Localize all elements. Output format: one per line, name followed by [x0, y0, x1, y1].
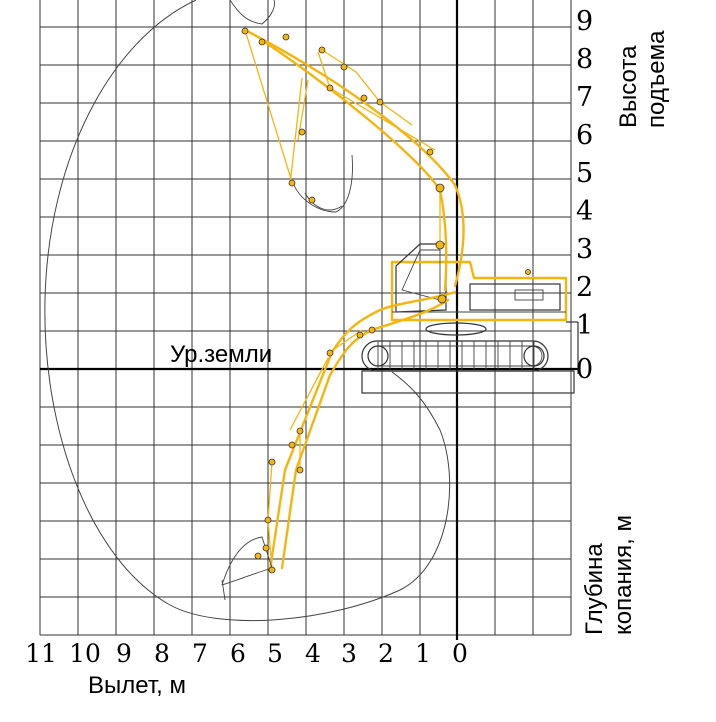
reach-tick: 0	[452, 639, 468, 668]
reach-axis-title: Вылет, м	[88, 672, 186, 699]
height-tick: 0	[576, 354, 593, 385]
reach-tick: 11	[25, 639, 57, 668]
height-tick: 5	[576, 158, 593, 189]
height-tick: 8	[576, 44, 593, 75]
reach-ticks: 11 10 9 8 7 6 5 4 3 2 1 0	[25, 639, 468, 668]
reach-tick: 8	[154, 639, 170, 668]
boom-raised	[229, 0, 465, 292]
reach-tick: 6	[230, 639, 246, 668]
reach-tick: 9	[116, 639, 132, 668]
reach-tick: 10	[69, 639, 101, 668]
depth-axis-title-line2: копания, м	[610, 515, 637, 635]
height-tick: 9	[576, 6, 593, 37]
depth-axis-title-line1: Глубина	[581, 543, 608, 635]
height-tick: 4	[576, 196, 593, 227]
boom-lowered	[221, 290, 457, 601]
height-tick: 1	[576, 310, 593, 341]
ground-level-label: Ур.земли	[170, 341, 272, 368]
undercarriage	[361, 321, 579, 394]
reach-tick: 7	[192, 639, 208, 668]
height-tick: 6	[576, 120, 593, 151]
reach-tick: 5	[267, 639, 283, 668]
reach-tick: 1	[415, 639, 431, 668]
height-tick: 7	[576, 82, 593, 113]
height-ticks: 0 1 2 3 4 5 6 7 8 9	[576, 6, 593, 385]
upper-structure	[390, 243, 568, 322]
height-tick: 3	[576, 234, 593, 265]
working-range-envelope	[44, 0, 451, 622]
height-axis-title-line1: Высота	[615, 45, 642, 128]
reach-tick: 2	[378, 639, 394, 668]
reach-tick: 4	[305, 639, 321, 668]
height-axis-title-line2: подъема	[643, 30, 670, 128]
reach-tick: 3	[341, 639, 357, 668]
height-tick: 2	[576, 272, 593, 303]
height-axis-title: Высота подъема	[615, 30, 670, 128]
depth-axis-title: Глубина копания, м	[581, 515, 637, 635]
